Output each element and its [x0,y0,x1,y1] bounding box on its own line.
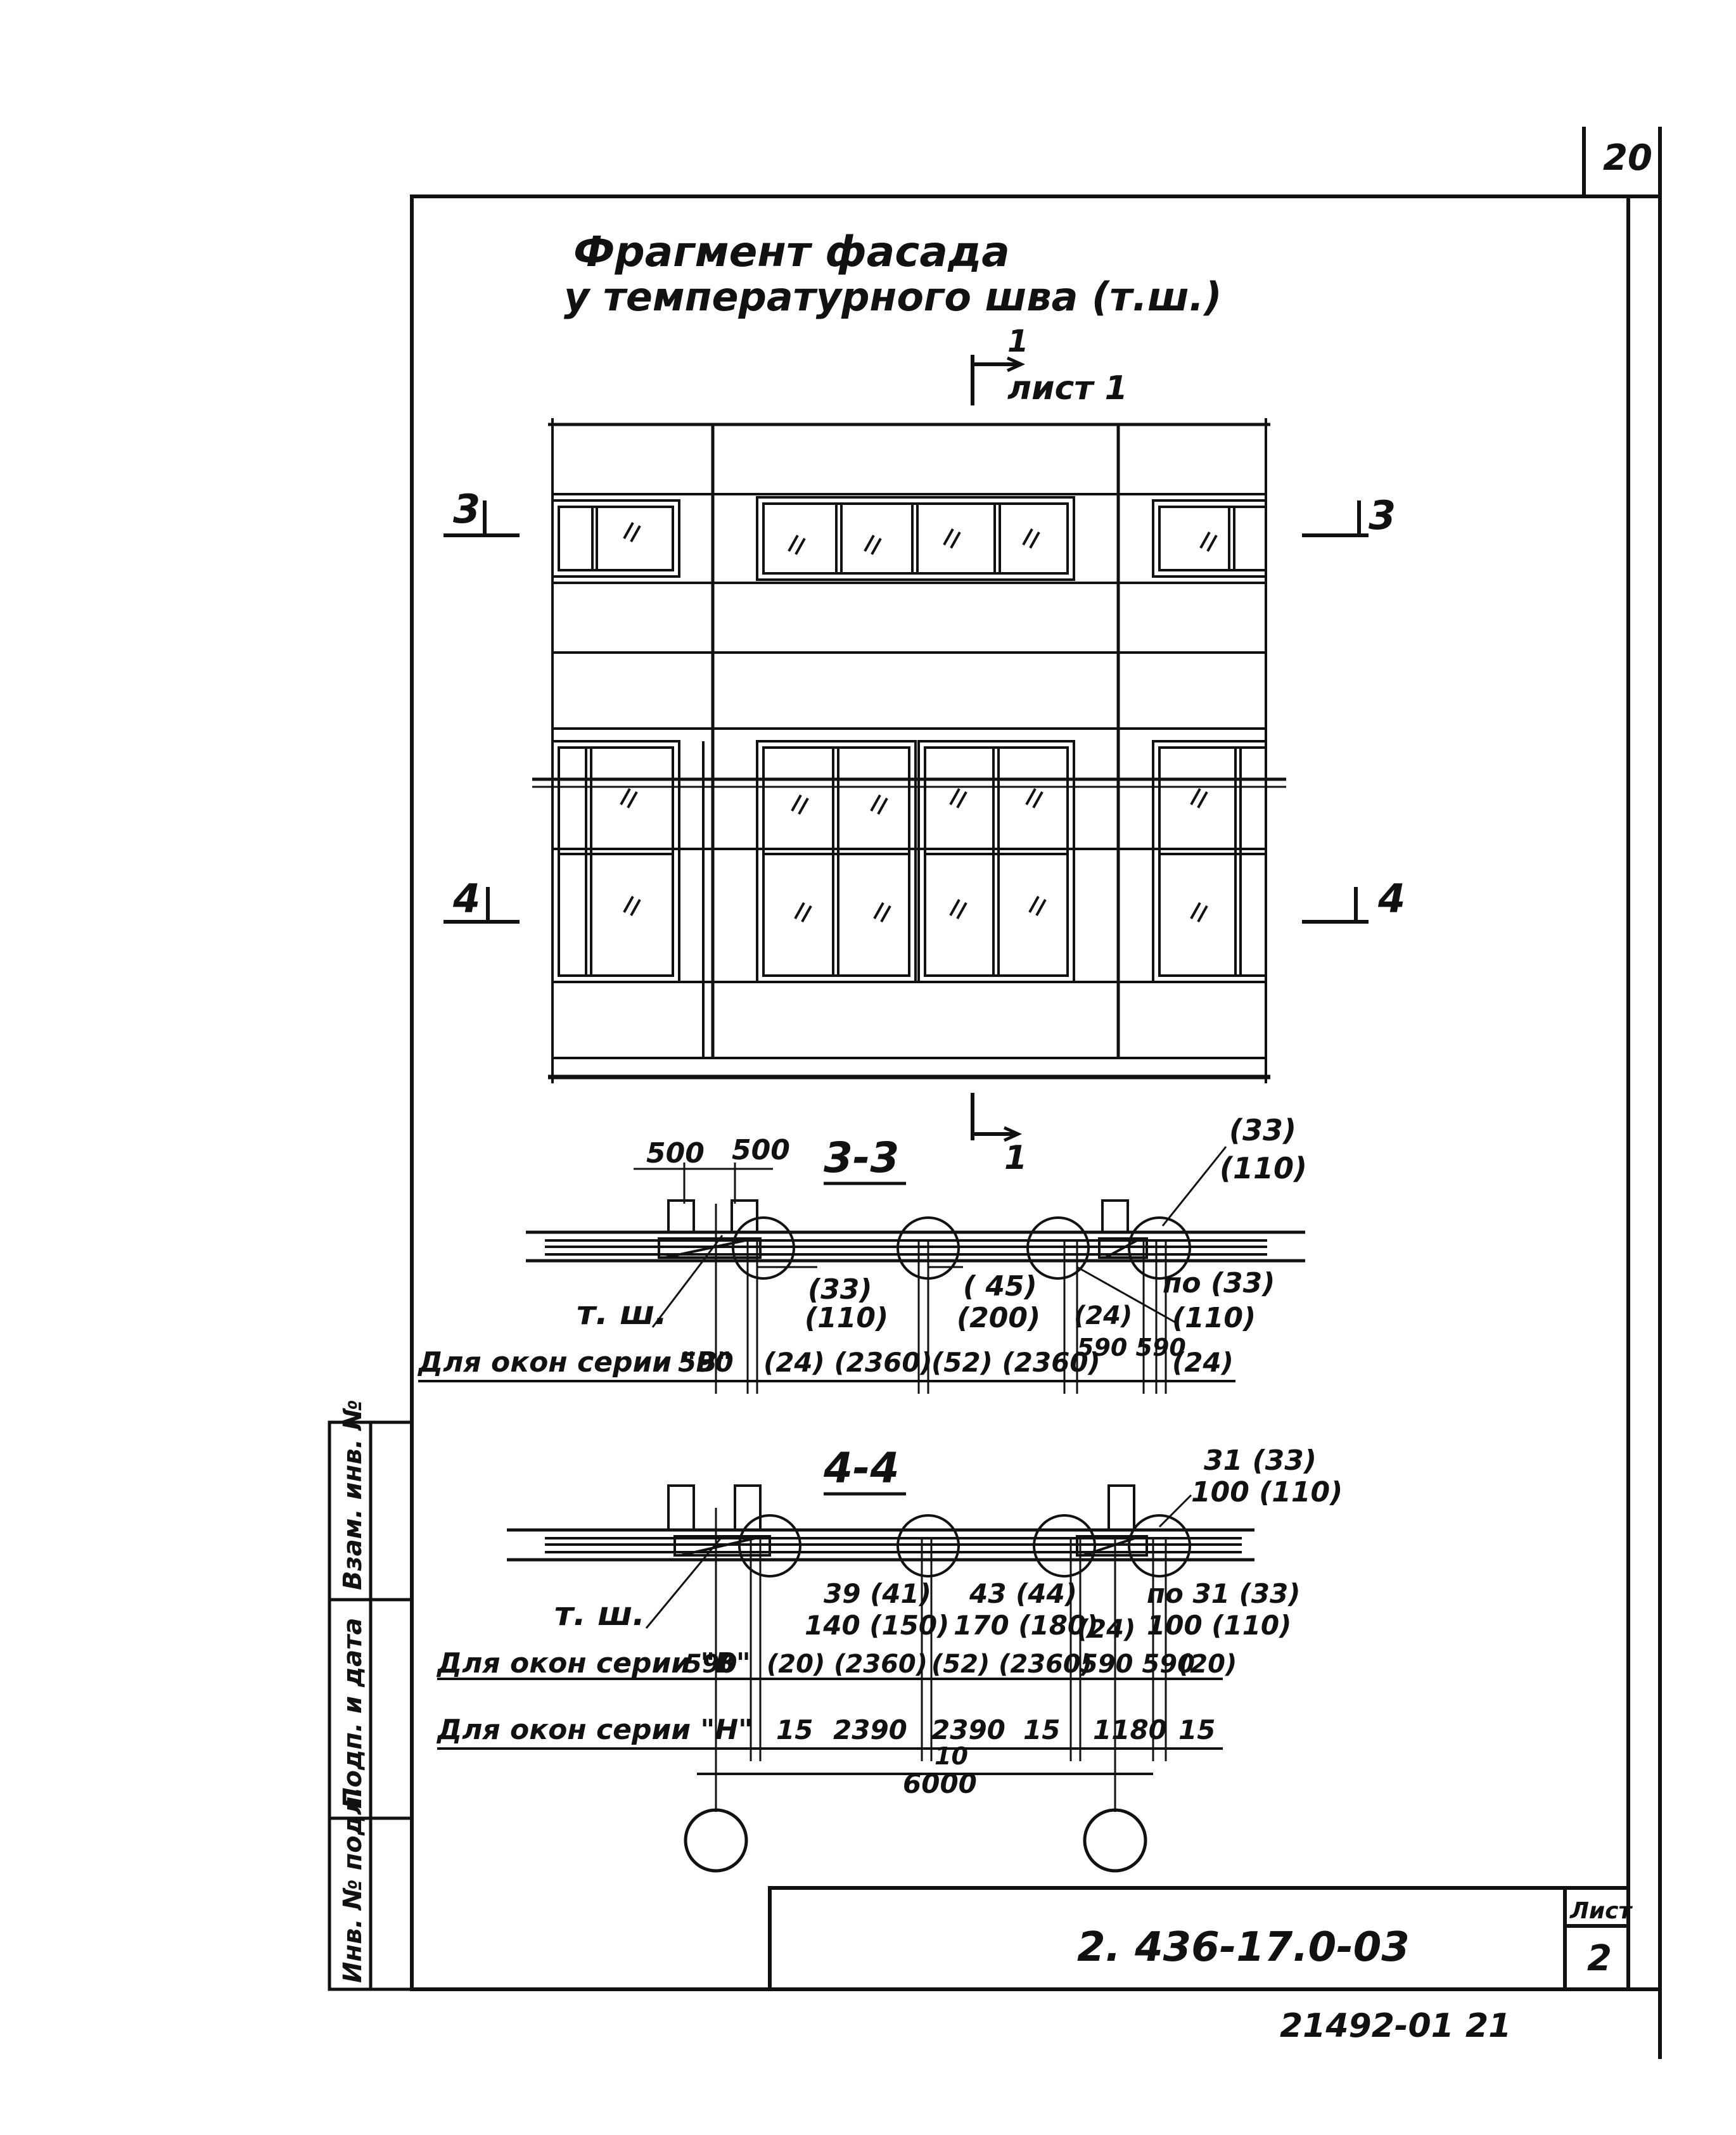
section-3-3-label-b1: ( 45) [963,1270,1037,1303]
section-4-4-row1-value-3: 590 590 [1080,1650,1195,1679]
section-3-3-label-c: (24) [1074,1301,1132,1330]
section-3-3-row-value-3: 590 590 [1077,1334,1186,1361]
axis-bubble-left [684,1808,748,1873]
section-3-3-wall [526,1199,1305,1263]
axis-bubbles [684,1808,1147,1873]
section-4-4-row1-label: Для окон серии "В" [436,1647,751,1679]
section-3-3-row-value-4: (24) [1172,1347,1234,1378]
section-4-4-row2-value-0: 15 [776,1714,813,1745]
title-block-code: 2. 436-17.0-03 [1077,1924,1410,1971]
section-4-4-row2-value-1: 2390 [833,1714,907,1745]
section-4-4-dimension-lines [437,1508,1223,1812]
section-4-mark-left: 4 [452,876,480,922]
axis-bubble-right [1083,1808,1147,1873]
section-3-3-top-right-1: (33) [1229,1113,1296,1147]
section-3-3-label-d1: по (33) [1163,1267,1275,1299]
section-4-4-label-d2: 100 (110) [1147,1610,1291,1641]
section-3-3-leader-top [1161,1146,1227,1227]
side-stamp-inv-number: Инв. № подл. [338,1787,367,1983]
title-block-sheet-value: 2 [1587,1938,1612,1979]
sheet-number-top: 20 [1603,137,1652,179]
section-4-4-leader-top [1158,1494,1192,1528]
title-block [768,1886,1630,1991]
section-4-4-label-a1: 39 (41) [824,1578,931,1609]
section-4-markers [444,887,1369,924]
section-3-3-joint-leader [651,1235,724,1328]
section-4-4-row2-value-4: 1180 [1093,1714,1167,1745]
section-3-3-row-value-1: (24) (2360) [763,1347,933,1378]
section-3-mark-right: 3 [1369,492,1396,539]
section-1-marker-bottom [971,1093,1023,1142]
section-3-3-dimension-lines [418,1204,1235,1394]
lower-window-center-a [756,740,917,983]
dim-500-lines [634,1163,773,1204]
section-3-3-joint-label: т. ш. [577,1294,667,1332]
section-4-4-row2-value-3: 15 [1023,1714,1060,1745]
section-3-3-label-d2: (110) [1172,1302,1256,1334]
section-1-mark: 1 [1007,324,1028,359]
section-4-4-row1-value-0: 590 [684,1650,737,1679]
section-4-4-label-d1: по 31 (33) [1147,1578,1300,1609]
section-4-4-top-right-1: 31 (33) [1204,1444,1317,1477]
upper-window-left [551,499,680,578]
section-4-4-label-c: (24) [1077,1615,1135,1644]
side-stamp [328,1420,414,1991]
section-4-4-callout-circles [738,1514,1191,1577]
section-4-4-row2-value-5: 15 [1178,1714,1215,1745]
side-stamp-sign-date: Подп. и дата [338,1618,367,1809]
section-3-3-label-a1: (33) [808,1273,872,1306]
sheet-frame [410,127,1662,2059]
section-4-4-dim-10: 10 [935,1742,968,1770]
section-4-4-wall [507,1484,1254,1562]
upper-window-right [1152,499,1267,578]
section-3-3-row-label: Для окон серии "В" [417,1346,732,1379]
section-4-4-label-b1: 43 (44) [969,1578,1077,1609]
section-4-4-joint-leader [645,1536,724,1629]
section-4-4-row1-value-1: (20) (2360) [767,1650,928,1679]
lower-window-left [551,740,680,983]
section-4-4-joint-label: т. ш. [554,1595,645,1633]
dim-500-a: 500 [646,1137,705,1169]
section-4-mark-right: 4 [1377,876,1405,922]
drawing-title-line2: у температурного шва (т.ш.) [564,274,1222,320]
glass-hatch-marks [620,522,1218,922]
section-4-4-dim-total: 6000 [903,1768,977,1799]
section-3-3-label-b2: (200) [957,1302,1040,1334]
section-3-3-label-a2: (110) [805,1302,888,1334]
lower-window-right [1152,740,1267,983]
footer-code: 21492-01 21 [1280,2007,1511,2045]
dim-500-b: 500 [732,1134,790,1166]
drawing-title-line1: Фрагмент фасада [573,227,1010,276]
section-4-4-row2-label: Для окон серии "Н" [436,1714,753,1746]
title-block-sheet-label: Лист [1569,1898,1633,1924]
section-3-3-callout-circles [732,1216,1191,1280]
section-4-4-label-a2: 140 (150) [805,1610,949,1641]
section-3-markers [444,500,1369,537]
section-4-4-top-right-2: 100 (110) [1191,1476,1343,1508]
lower-window-center-b [917,740,1075,983]
section-4-4-label-b2: 170 (180) [954,1610,1098,1641]
section-1-marker-top [971,355,1026,405]
side-stamp-replacement: Взам. инв. № [338,1399,367,1590]
section-1-sheet-ref: лист 1 [1007,369,1128,407]
section-4-4-title: 4-4 [823,1444,899,1493]
section-3-3-row-value-0: 590 [678,1347,734,1378]
section-3-3-title: 3-3 [824,1133,899,1182]
section-3-3-row-value-2: (52) (2360) [931,1347,1101,1378]
upper-window-center [756,496,1075,581]
section-4-4-row1-value-4: (20) [1178,1650,1237,1679]
section-4-4-row2-value-2: 2390 [931,1714,1005,1745]
section-4-4-row1-value-2: (52) (2360) [931,1650,1092,1679]
section-1-mark-bottom: 1 [1004,1139,1027,1177]
section-3-mark-left: 3 [453,486,480,532]
section-3-3-top-right-2: (110) [1220,1151,1307,1185]
